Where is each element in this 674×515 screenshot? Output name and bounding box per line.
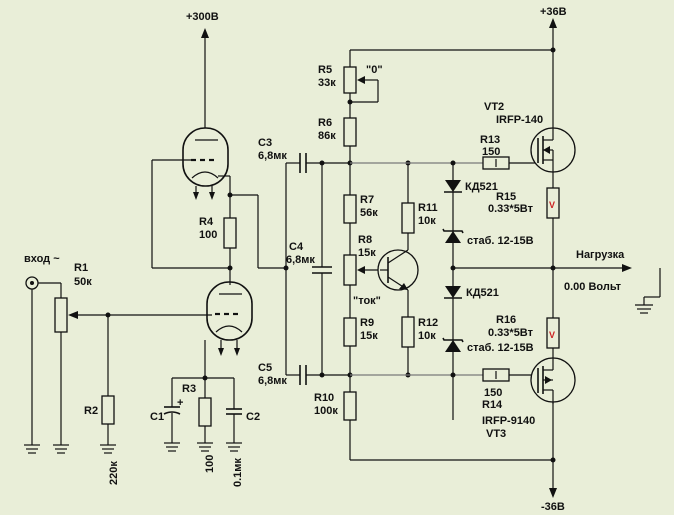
r12-name: R12 [418, 317, 438, 329]
c4-name: C4 [289, 241, 304, 253]
vt3-name: VT3 [486, 428, 506, 440]
r16-name: R16 [496, 314, 516, 326]
r3-name: R3 [182, 383, 196, 395]
vt2-stage: R13 150 VT2 IRFP-140 V R15 0.33*5Вт [480, 101, 576, 219]
r8-value: 15к [358, 247, 376, 259]
c5-name: C5 [258, 362, 272, 374]
tube-output [230, 163, 289, 375]
r14-value: 150 [484, 387, 502, 399]
load-label: Нагрузка [576, 249, 625, 261]
z-bot-label: стаб. 12-15В [467, 342, 534, 354]
r11-name: R11 [418, 202, 438, 214]
r13-name: R13 [480, 134, 500, 146]
plus36-rail: +36В [350, 6, 567, 130]
r12-value: 10к [418, 330, 436, 342]
r9-name: R9 [360, 317, 374, 329]
r10-name: R10 [314, 392, 334, 404]
r3-value: 100 [204, 455, 216, 473]
c1-name: C1 [150, 411, 164, 423]
input-label: вход ~ [24, 253, 60, 265]
output-node: Нагрузка 0.00 Вольт [453, 217, 661, 320]
r1-value: 50к [74, 276, 92, 288]
bias-transistor [377, 233, 419, 317]
c2-name: C2 [246, 411, 260, 423]
bias-chain: R5 33к "0" R6 86к R7 56к R8 15к "ток" R9… [314, 50, 383, 460]
input-jack: вход ~ [24, 253, 61, 454]
c1-polarity: + [177, 397, 183, 409]
r5-note: "0" [366, 64, 383, 76]
d-bot-label: КД521 [466, 287, 499, 299]
r1-name: R1 [74, 262, 88, 274]
r13-value: 150 [482, 146, 500, 158]
r1-potentiometer: R1 50к [53, 262, 212, 454]
d-top-label: КД521 [465, 181, 498, 193]
r7-value: 56к [360, 207, 378, 219]
c4-value: 6,8мк [286, 254, 315, 266]
bias-bus [350, 162, 490, 376]
r6-name: R6 [318, 117, 332, 129]
r15-name: R15 [496, 191, 516, 203]
lower-tube [204, 281, 253, 378]
diode-column: КД521 стаб. 12-15В КД521 стаб. 12-15В [442, 160, 534, 420]
plus36-label: +36В [540, 6, 567, 18]
vt3-stage: 150 R14 IRFP-9140 VT3 V R16 0.33*5Вт [482, 314, 576, 440]
r6-value: 86к [318, 130, 336, 142]
vt2-part: IRFP-140 [496, 114, 543, 126]
c4-capacitor: C4 6,8мк [286, 160, 332, 378]
r5-name: R5 [318, 64, 332, 76]
c3-capacitor: C3 6,8мк [258, 137, 350, 173]
r10-value: 100к [314, 405, 338, 417]
r16-mark: V [549, 330, 555, 340]
r8-note: "ток" [353, 295, 381, 307]
minus36-rail: -36В [350, 402, 565, 513]
r4-resistor: R4 100 [199, 176, 237, 285]
c3-value: 6,8мк [258, 150, 287, 162]
cathode-network: C1 + R3 100 C2 0.1мк [150, 375, 260, 487]
plus300-label: +300В [186, 11, 219, 23]
r2-resistor: R2 220к [84, 312, 120, 485]
r14-name: R14 [482, 399, 503, 411]
plus300-rail: +300В [186, 11, 219, 128]
r5-value: 33к [318, 77, 336, 89]
z-top-label: стаб. 12-15В [467, 235, 534, 247]
r8-name: R8 [358, 234, 372, 246]
r9-value: 15к [360, 330, 378, 342]
load-volts: 0.00 Вольт [564, 281, 622, 293]
r15-value: 0.33*5Вт [488, 203, 534, 215]
vt3-part: IRFP-9140 [482, 415, 535, 427]
r11-r12: R11 10к R12 10к [401, 160, 438, 378]
r4-name: R4 [199, 216, 214, 228]
c3-name: C3 [258, 137, 272, 149]
c2-value: 0.1мк [232, 458, 244, 487]
r2-name: R2 [84, 405, 98, 417]
minus36-label: -36В [541, 501, 565, 513]
vt2-name: VT2 [484, 101, 504, 113]
c5-value: 6,8мк [258, 375, 287, 387]
r15-mark: V [549, 200, 555, 210]
r7-name: R7 [360, 194, 374, 206]
r2-value: 220к [108, 461, 120, 485]
c5-capacitor: C5 6,8мк [258, 362, 350, 387]
upper-tube [151, 127, 230, 269]
r4-value: 100 [199, 229, 217, 241]
r11-value: 10к [418, 215, 436, 227]
r16-value: 0.33*5Вт [488, 327, 534, 339]
